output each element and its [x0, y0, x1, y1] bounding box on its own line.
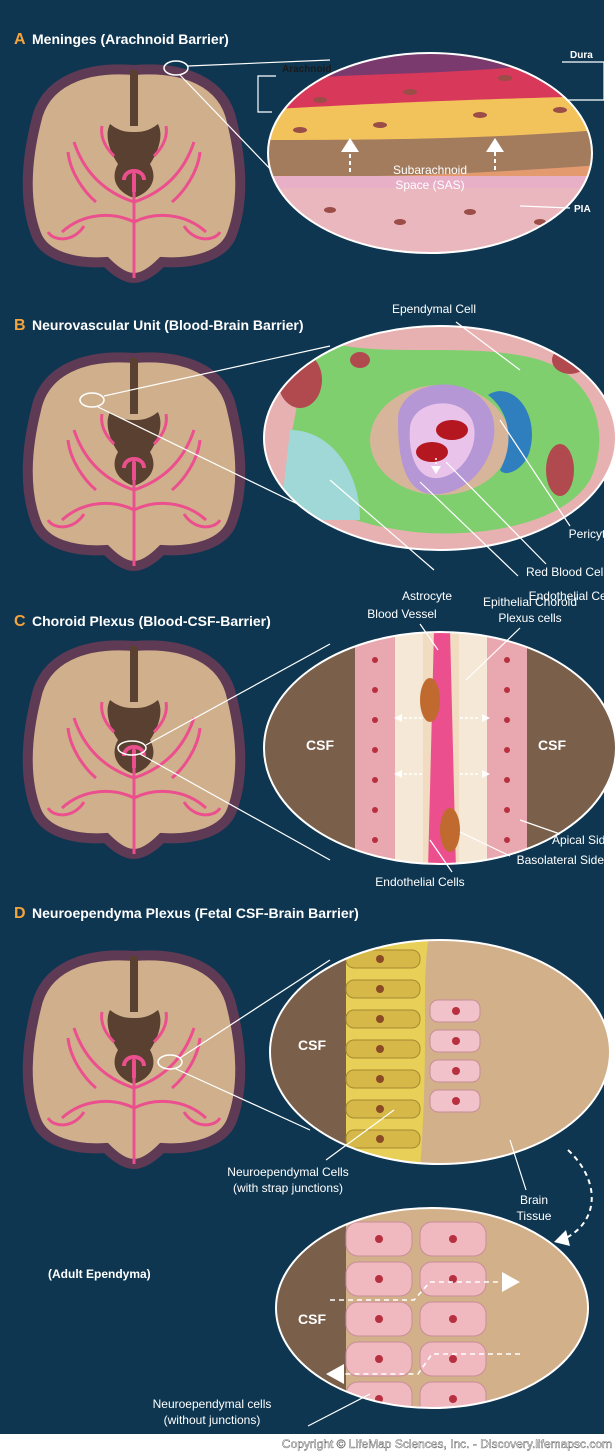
label-csf-left: CSF: [306, 737, 334, 753]
label-neuroependymal-line1: Neuroependymal Cells: [227, 1165, 348, 1179]
brain-section-d: [28, 955, 241, 1164]
brain-section-c: [28, 645, 241, 854]
label-basolateral-side: Basolateral Side: [517, 853, 605, 867]
panel-b-letter: B: [14, 317, 26, 334]
panel-c-letter: C: [14, 613, 26, 630]
label-pericyte: Pericyte: [569, 527, 613, 541]
label-no-junction-line1: Neuroependymal cells: [153, 1397, 272, 1411]
panel-a-title: Meninges (Arachnoid Barrier): [32, 31, 229, 47]
label-csf-adult: CSF: [298, 1311, 326, 1327]
label-no-junction-line2: (without junctions): [164, 1413, 261, 1427]
panel-d-letter: D: [14, 905, 26, 922]
label-adult-ependyma: (Adult Ependyma): [48, 1267, 151, 1281]
label-ependymal-cell: Ependymal Cell: [392, 302, 476, 316]
label-epithelial-line1: Epithelial Choroid: [483, 595, 577, 609]
label-arachnoid: Arachnoid: [282, 64, 331, 75]
label-sas-line2: Space (SAS): [395, 178, 464, 192]
label-csf-fetal: CSF: [298, 1037, 326, 1053]
brain-section-b: [28, 357, 241, 566]
panel-b-title: Neurovascular Unit (Blood-Brain Barrier): [32, 317, 304, 333]
label-endothelial-cells: Endothelial Cells: [375, 875, 464, 889]
label-apical-side: Apical Side: [552, 833, 612, 847]
label-dura: Dura: [570, 50, 593, 61]
label-sas-line1: Subarachnoid: [393, 163, 467, 177]
label-neuroependymal-line2: (with strap junctions): [233, 1181, 343, 1195]
panel-a-letter: A: [14, 31, 26, 48]
label-pia: PIA: [574, 204, 591, 215]
label-blood-vessel: Blood Vessel: [367, 607, 436, 621]
label-red-blood-cells: Red Blood Cells: [526, 565, 612, 579]
label-brain-line2: Tissue: [517, 1209, 552, 1223]
label-astrocyte: Astrocyte: [402, 589, 452, 603]
panel-d-title: Neuroependyma Plexus (Fetal CSF-Brain Ba…: [32, 905, 359, 921]
label-epithelial-line2: Plexus cells: [498, 611, 561, 625]
copyright-notice: Copyright © LifeMap Sciences, Inc. - Dis…: [282, 1437, 612, 1451]
brain-section-a: [28, 69, 241, 278]
label-csf-right: CSF: [538, 737, 566, 753]
label-brain-line1: Brain: [520, 1193, 548, 1207]
panel-c-title: Choroid Plexus (Blood-CSF-Barrier): [32, 613, 271, 629]
